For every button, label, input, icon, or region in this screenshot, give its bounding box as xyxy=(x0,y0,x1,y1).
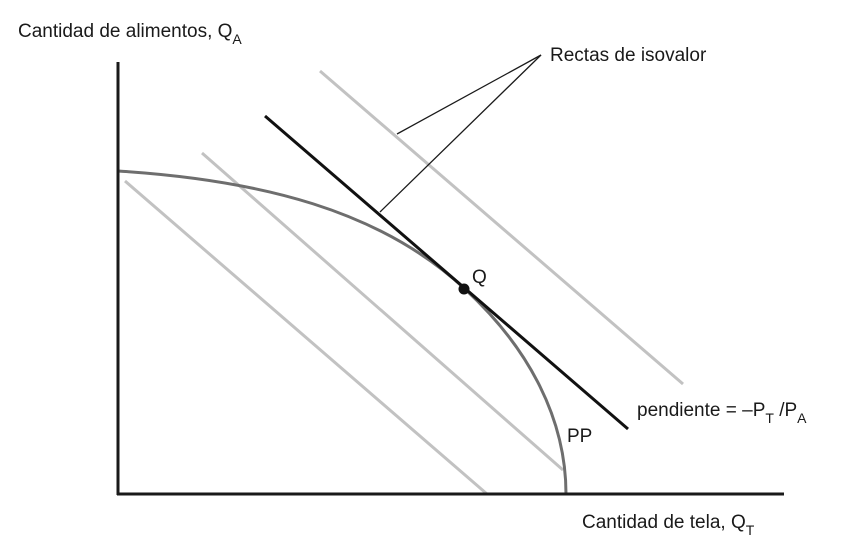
x-axis-label: Cantidad de tela, QT xyxy=(582,512,755,538)
isovalue-line-high xyxy=(319,69,684,386)
point-q-label: Q xyxy=(472,267,487,288)
isovalue-pointer-2 xyxy=(379,54,542,213)
tangency-point xyxy=(458,283,470,295)
isovalue-line-tangent xyxy=(264,114,629,431)
pp-curve-label: PP xyxy=(567,426,592,447)
slope-label: pendiente = –PT /PA xyxy=(637,400,807,426)
isovalue-lines-label: Rectas de isovalor xyxy=(550,45,707,66)
isovalue-line-mid xyxy=(201,151,564,472)
isovalue-line-low xyxy=(124,179,488,496)
isovalue-pointer-1 xyxy=(396,54,542,135)
y-axis-label: Cantidad de alimentos, QA xyxy=(18,21,242,47)
production-possibility-curve xyxy=(117,169,568,495)
